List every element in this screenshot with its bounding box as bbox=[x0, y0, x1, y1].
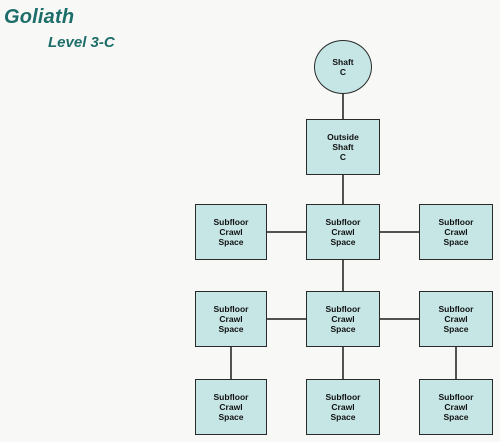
room-subfloor-row1-center[interactable]: Subfloor Crawl Space bbox=[306, 204, 380, 260]
room-subfloor-row2-center[interactable]: Subfloor Crawl Space bbox=[306, 291, 380, 347]
room-subfloor-row1-right[interactable]: Subfloor Crawl Space bbox=[419, 204, 493, 260]
room-subfloor-row2-left[interactable]: Subfloor Crawl Space bbox=[195, 291, 267, 347]
map-subtitle: Level 3-C bbox=[48, 34, 115, 51]
room-subfloor-row3-right[interactable]: Subfloor Crawl Space bbox=[419, 379, 493, 435]
room-subfloor-row3-left[interactable]: Subfloor Crawl Space bbox=[195, 379, 267, 435]
room-shaft-c[interactable]: Shaft C bbox=[314, 40, 372, 94]
map-title: Goliath bbox=[4, 6, 75, 28]
room-subfloor-row2-right[interactable]: Subfloor Crawl Space bbox=[419, 291, 493, 347]
room-subfloor-row1-left[interactable]: Subfloor Crawl Space bbox=[195, 204, 267, 260]
room-subfloor-row3-center[interactable]: Subfloor Crawl Space bbox=[306, 379, 380, 435]
room-outside-shaft-c[interactable]: Outside Shaft C bbox=[306, 119, 380, 175]
